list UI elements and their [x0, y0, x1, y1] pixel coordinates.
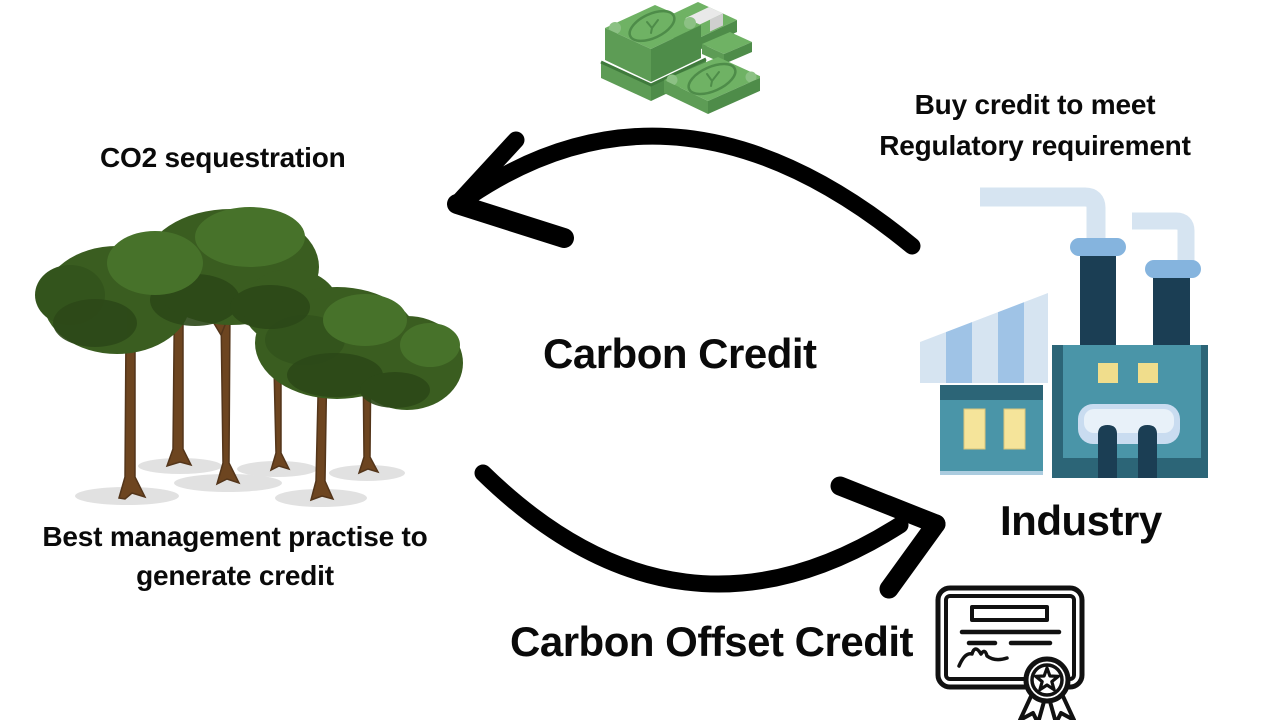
- money-stack-icon: [600, 2, 760, 114]
- main-window-2: [1138, 363, 1158, 383]
- chimney-cap-right: [1145, 260, 1201, 278]
- left-window-2: [1003, 408, 1026, 450]
- certificate-title-box: [970, 605, 1049, 622]
- left-building-band: [940, 385, 1043, 400]
- co2-sequestration-label: CO2 sequestration: [100, 142, 346, 173]
- tree-canopy-highlights: [107, 207, 460, 367]
- left-building-body: [940, 400, 1043, 473]
- main-window-1: [1098, 363, 1118, 383]
- door-pillar-1: [1098, 425, 1117, 478]
- smoke-pipe-left: [980, 187, 1106, 242]
- forest-trees-icon: [35, 207, 463, 507]
- carbon-offset-credit-label: Carbon Offset Credit: [510, 618, 914, 665]
- curved-arrow-pointing-right: [474, 464, 946, 599]
- factory-icon: [920, 187, 1208, 478]
- chimney-cap-left: [1070, 238, 1126, 256]
- chimney-right: [1153, 264, 1190, 349]
- chimney-left: [1080, 242, 1116, 347]
- best-practice-line2: generate credit: [136, 560, 334, 591]
- curved-arrow-pointing-left: [447, 127, 921, 255]
- carbon-credit-label: Carbon Credit: [543, 330, 817, 377]
- signature-squiggle: [957, 647, 1009, 668]
- best-practice-caption: Best management practise to generate cre…: [10, 517, 460, 595]
- industry-label: Industry: [1000, 497, 1162, 544]
- tree-canopy-shade: [53, 274, 430, 408]
- best-practice-line1: Best management practise to: [42, 521, 428, 552]
- seal-star: [1033, 666, 1060, 692]
- tree-shadows: [75, 458, 405, 507]
- divider-stripe: [1052, 345, 1063, 478]
- left-window-1: [963, 408, 986, 450]
- buy-credit-line2: Regulatory requirement: [879, 130, 1191, 161]
- door-pillar-2: [1138, 425, 1157, 478]
- buy-credit-note: Buy credit to meet Regulatory requiremen…: [845, 84, 1225, 166]
- certificate-icon: [935, 585, 1085, 720]
- smoke-pipe-right: [1132, 212, 1195, 264]
- buy-credit-line1: Buy credit to meet: [914, 89, 1156, 120]
